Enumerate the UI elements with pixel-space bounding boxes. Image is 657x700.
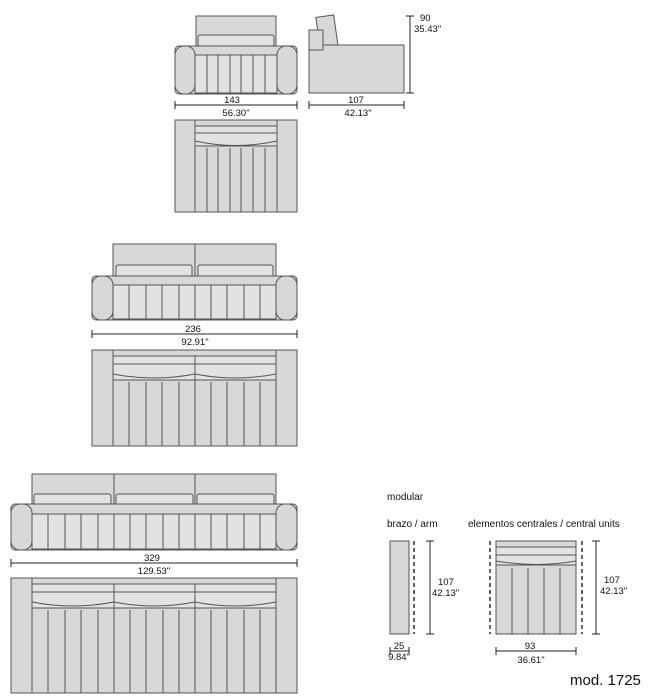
armchair-height-dimension: 90 35.43" xyxy=(406,13,441,94)
sofa-two-width-cm: 236 xyxy=(185,324,201,335)
sofa-three-width-dimension: 329 129.53" xyxy=(10,553,298,577)
central-width-cm: 93 xyxy=(525,641,536,652)
central-width-in: 36.61" xyxy=(517,655,544,666)
arm-width-in: 9.84" xyxy=(388,652,410,663)
armchair-width-cm: 143 xyxy=(224,95,240,106)
central-unit-module xyxy=(489,540,583,635)
arm-depth-in: 42.13" xyxy=(432,588,459,599)
arm-module xyxy=(389,540,415,635)
sofa-two-width-in: 92.91" xyxy=(181,337,208,348)
central-depth-cm: 107 xyxy=(604,575,620,586)
sofa-two-front-view xyxy=(91,243,298,321)
model-number: mod. 1725 xyxy=(570,672,641,689)
armchair-height-in: 35.43" xyxy=(414,24,441,35)
central-depth-in: 42.13" xyxy=(600,586,627,597)
armchair-height-cm: 90 xyxy=(420,13,431,24)
modular-title: modular xyxy=(387,492,424,503)
armchair-front-view xyxy=(174,15,298,95)
arm-label: brazo / arm xyxy=(387,519,438,530)
armchair-width-in: 56.30" xyxy=(222,108,249,119)
armchair-depth-cm: 107 xyxy=(348,95,364,106)
sofa-two-width-dimension: 236 92.91" xyxy=(91,324,298,348)
sofa-three-width-in: 129.53" xyxy=(138,566,170,577)
armchair-depth-dimension: 107 42.13" xyxy=(308,95,405,119)
sofa-three-width-cm: 329 xyxy=(144,553,160,564)
central-depth-dimension: 107 42.13" xyxy=(592,540,627,635)
central-units-label: elementos centrales / central units xyxy=(468,519,620,530)
armchair-width-dimension: 143 56.30" xyxy=(174,95,298,119)
armchair-top-view xyxy=(174,119,298,213)
arm-depth-cm: 107 xyxy=(438,577,454,588)
sofa-three-top-view xyxy=(10,577,298,694)
arm-depth-dimension: 107 42.13" xyxy=(426,540,459,635)
central-width-dimension: 93 36.61" xyxy=(495,641,577,666)
sofa-two-top-view xyxy=(91,349,298,447)
sofa-three-front-view xyxy=(10,473,298,551)
armchair-depth-in: 42.13" xyxy=(344,108,371,119)
arm-width-cm: 25 xyxy=(394,641,405,652)
armchair-side-view xyxy=(308,14,405,94)
arm-width-dimension: 25 9.84" xyxy=(388,641,410,663)
